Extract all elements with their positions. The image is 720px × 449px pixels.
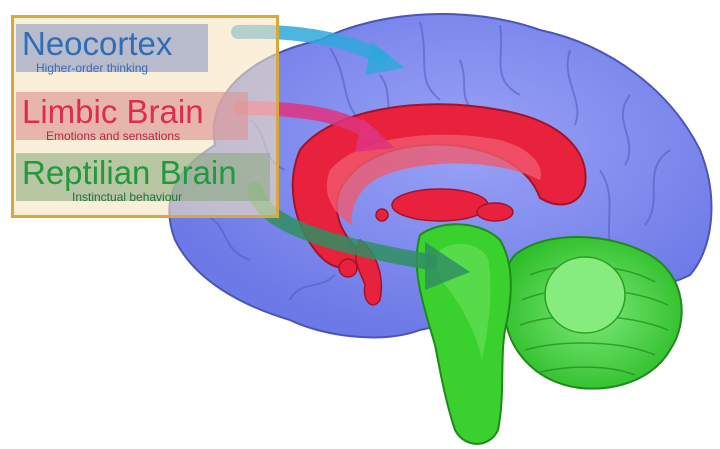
- limbic-title: Limbic Brain: [22, 95, 242, 128]
- neocortex-label: Neocortex Higher-order thinking: [16, 24, 208, 72]
- limbic-subtitle: Emotions and sensations: [22, 130, 242, 142]
- neocortex-title: Neocortex: [22, 27, 202, 60]
- reptilian-label: Reptilian Brain Instinctual behaviour: [16, 153, 270, 201]
- reptilian-subtitle: Instinctual behaviour: [22, 191, 264, 203]
- cerebellum-core: [545, 257, 625, 333]
- reptilian-title: Reptilian Brain: [22, 156, 264, 189]
- neocortex-subtitle: Higher-order thinking: [22, 62, 202, 74]
- limbic-label: Limbic Brain Emotions and sensations: [16, 92, 248, 140]
